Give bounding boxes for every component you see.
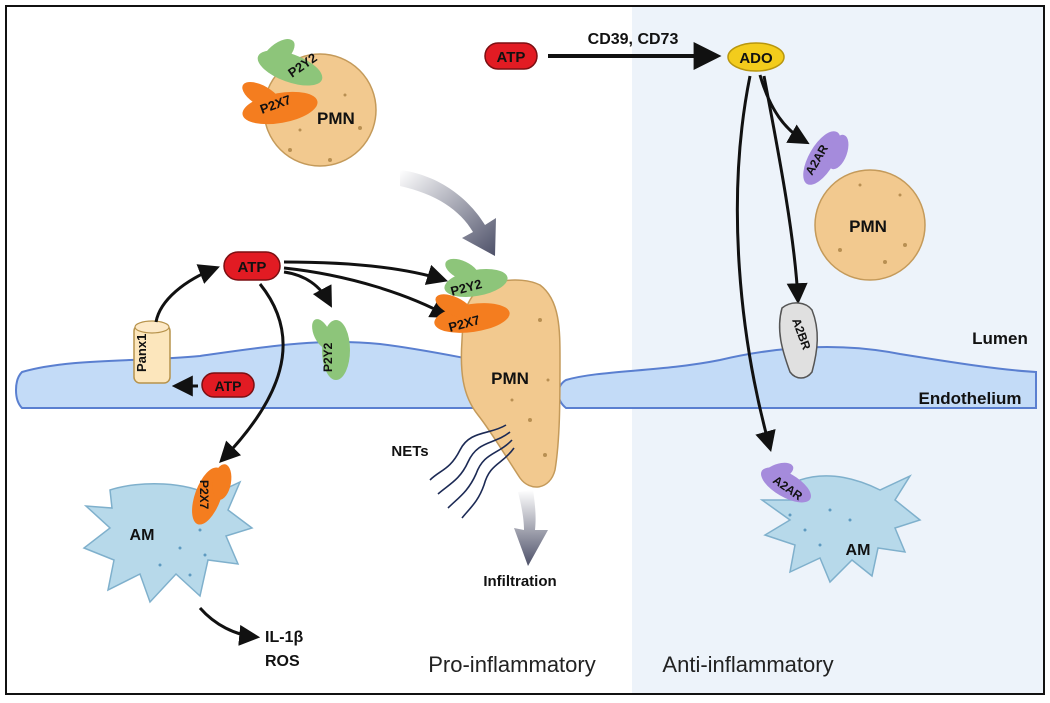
il1b-label: IL-1β xyxy=(265,629,303,646)
infiltration-arrow xyxy=(514,490,548,566)
atp-pill-top xyxy=(484,42,538,70)
ado-arrow-to-a2br xyxy=(762,75,808,305)
atp-to-p2y2-mid-arrow xyxy=(283,260,449,285)
p2x7-receptor-am xyxy=(192,464,232,525)
migration-arrow xyxy=(400,170,496,256)
panx1-channel xyxy=(133,320,171,384)
atp-to-p2x7-mid-arrow xyxy=(283,266,452,319)
infiltration-label: Infiltration xyxy=(483,573,556,590)
panx1-to-atp-arrow xyxy=(154,264,220,323)
endothelium-left xyxy=(15,340,553,409)
ros-label: ROS xyxy=(265,653,300,670)
am-label-left: AM xyxy=(130,527,155,544)
pmn-label-right: PMN xyxy=(849,217,887,236)
p2y2-receptor-top xyxy=(257,39,323,86)
p2y2-label-endo: P2Y2 xyxy=(321,342,335,372)
ado-arrow-to-a2ar-am xyxy=(735,75,776,453)
am-label-right: AM xyxy=(846,542,871,559)
pmn-cell-mid xyxy=(460,279,561,488)
ado-label: ADO xyxy=(739,50,773,67)
atp-label-top: ATP xyxy=(497,49,526,66)
atp-pill-center xyxy=(223,251,281,281)
atp-pill-small xyxy=(201,372,255,398)
panx1-label: Panx1 xyxy=(134,334,149,372)
nets-strands xyxy=(429,424,515,519)
a2ar-receptor-pmn xyxy=(803,131,849,185)
ado-arrow-to-a2ar-pmn xyxy=(758,74,810,145)
endothelium-label: Endothelium xyxy=(919,389,1022,408)
pmn-label-mid: PMN xyxy=(491,369,529,388)
pro-inflammatory-label: Pro-inflammatory xyxy=(428,652,595,677)
nets-label: NETs xyxy=(391,443,428,460)
enzymes-label: CD39, CD73 xyxy=(588,31,679,48)
figure-border xyxy=(5,5,1045,695)
pmn-cell-right xyxy=(814,169,926,281)
atp-to-p2y2-endo-arrow xyxy=(283,270,332,308)
p2x7-label-am: P2X7 xyxy=(197,480,211,510)
atp-to-p2x7-am-arrow xyxy=(219,283,285,464)
p2y2-receptor-endo xyxy=(312,319,350,380)
pmn-label-top: PMN xyxy=(317,109,355,128)
anti-inflammatory-label: Anti-inflammatory xyxy=(662,652,833,677)
am-output-arrow xyxy=(198,607,261,646)
a2ar-receptor-am xyxy=(761,462,811,503)
p2x7-receptor-top xyxy=(242,82,318,125)
p2y2-receptor-mid xyxy=(444,258,508,297)
atp-label-small: ATP xyxy=(215,378,242,394)
lumen-label: Lumen xyxy=(972,329,1028,348)
a2br-receptor xyxy=(778,302,819,379)
ado-pill xyxy=(727,42,785,72)
atp-label-center: ATP xyxy=(238,259,267,276)
p2x7-receptor-mid xyxy=(434,294,510,333)
